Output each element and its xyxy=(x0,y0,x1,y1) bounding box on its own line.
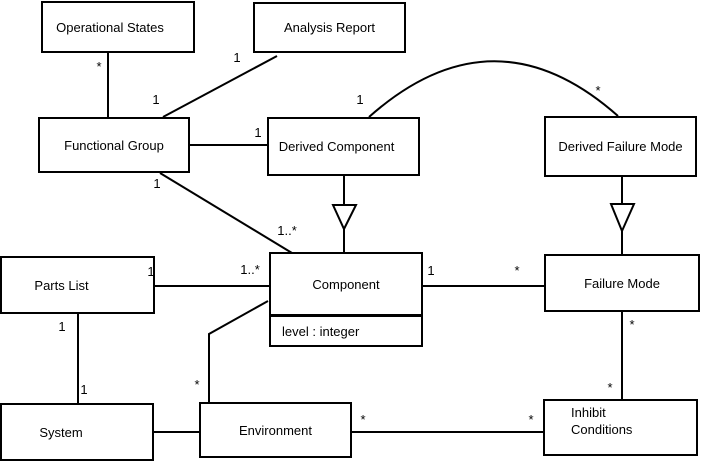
multiplicity-label: 1 xyxy=(233,50,241,65)
class-analysis-report: Analysis Report xyxy=(253,2,406,53)
multiplicity-label: * xyxy=(629,316,635,332)
class-name: Failure Mode xyxy=(546,256,698,310)
connector-derived-component--component-generalization-arrow-icon xyxy=(331,204,358,232)
class-name-line: Environment xyxy=(239,422,312,438)
class-name-line: Analysis Report xyxy=(283,20,376,35)
multiplicity-label: 1 xyxy=(152,92,160,107)
class-name-line: Conditions xyxy=(571,422,633,437)
class-failure-mode: Failure Mode xyxy=(544,254,700,312)
multiplicity-label: 1 xyxy=(58,319,66,334)
class-name: Derived Component xyxy=(262,119,411,174)
class-parts-list: Parts List xyxy=(0,256,155,314)
multiplicity-label: 1 xyxy=(80,382,88,397)
class-attribute: level : integer xyxy=(282,323,360,339)
connector-component--environment xyxy=(208,300,269,402)
multiplicity-label: * xyxy=(194,376,200,392)
class-name: Operational States xyxy=(35,3,185,51)
class-name: Derived Failure Mode xyxy=(546,118,695,175)
connector-analysis-report--functional-group xyxy=(162,55,278,118)
connector-functional-group--component xyxy=(159,172,293,254)
multiplicity-label: * xyxy=(96,58,102,74)
connector-derived-component--derived-failure-mode xyxy=(368,60,619,118)
class-environment: Environment xyxy=(199,402,352,458)
class-name: Environment xyxy=(201,404,350,456)
class-system: System xyxy=(0,403,154,461)
class-name-line: Operational States xyxy=(56,19,164,35)
class-name: System xyxy=(0,405,136,459)
multiplicity-label: * xyxy=(595,82,601,98)
multiplicity-label: * xyxy=(360,411,366,427)
class-name: Component xyxy=(271,254,421,314)
multiplicity-label: 1 xyxy=(153,176,161,191)
multiplicity-label: 1..* xyxy=(277,223,297,238)
multiplicity-label: 1 xyxy=(147,264,155,279)
class-derived-component: Derived Component xyxy=(267,117,420,176)
class-functional-group: Functional Group xyxy=(38,117,190,173)
class-name-line: Functional Group xyxy=(64,137,164,153)
class-component: Component level : integer xyxy=(269,252,423,347)
class-name: Analysis Report xyxy=(255,4,404,51)
multiplicity-label: 1 xyxy=(356,92,364,107)
connector-derived-failure-mode--failure-mode-generalization-arrow-icon xyxy=(609,203,636,234)
class-name-line: Inhibit xyxy=(571,405,606,420)
class-name: Functional Group xyxy=(40,119,188,171)
class-name: Parts List xyxy=(0,258,137,312)
class-name-line: Derived Component xyxy=(278,139,395,154)
class-operational-states: Operational States xyxy=(41,1,195,53)
multiplicity-label: 1 xyxy=(427,263,435,278)
multiplicity-label: * xyxy=(514,262,520,278)
class-name-line: Failure Mode xyxy=(584,275,660,291)
class-name-line: Component xyxy=(312,276,380,292)
multiplicity-label: * xyxy=(528,411,534,427)
class-name-line: Derived Failure Mode xyxy=(558,139,683,154)
class-attribute-compartment: level : integer xyxy=(271,314,421,345)
class-name-line: Parts List xyxy=(34,277,89,293)
class-derived-failure-mode: Derived Failure Mode xyxy=(544,116,697,177)
multiplicity-label: 1 xyxy=(254,125,262,140)
multiplicity-label: * xyxy=(607,379,613,395)
multiplicity-label: 1..* xyxy=(240,262,260,277)
class-name-line: System xyxy=(39,424,83,440)
